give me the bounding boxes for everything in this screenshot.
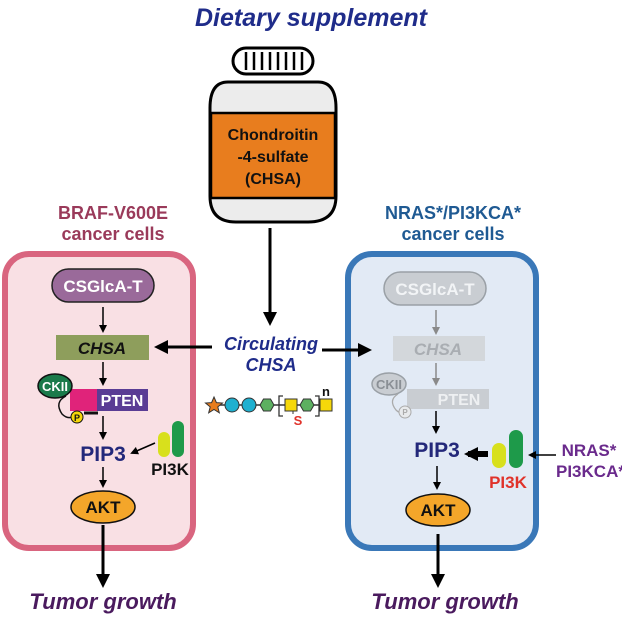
glycan-hexagon-icon <box>299 398 315 412</box>
supplement-bottle: Chondroitin -4-sulfate (CHSA) <box>208 46 338 224</box>
glycan-square-icon <box>284 398 298 412</box>
left-pi3k-label: PI3K <box>151 460 190 479</box>
glycan-circle-icon <box>224 397 240 413</box>
left-csglcat-label: CSGlcA-T <box>63 277 143 296</box>
right-pip3-label: PIP3 <box>414 439 460 462</box>
bottle-label-line-1: Chondroitin <box>228 127 319 144</box>
right-chsa-node <box>393 336 485 361</box>
bottle-label-line-3: (CHSA) <box>245 171 301 188</box>
bottle-cap <box>231 46 315 76</box>
left-chsa-label: CHSA <box>78 339 126 358</box>
repeat-count-label: n <box>322 384 330 399</box>
right-pi3k-label: PI3K <box>489 473 528 492</box>
left-pi3k-subunit-green <box>172 421 184 457</box>
bottle-label <box>209 111 337 200</box>
repeat-bracket-close <box>315 395 320 417</box>
left-cell-title-line-2: cancer cells <box>61 224 165 244</box>
glycan-circle-icon <box>241 397 257 413</box>
right-pi3k-subunit-green <box>509 430 523 468</box>
right-pi3k-subunit-yellow <box>492 443 506 468</box>
left-akt-node <box>70 490 136 524</box>
repeat-bracket-open <box>278 395 283 417</box>
left-pathway: CSGlcA-T CHSA PTEN CKII P PIP3 PI3K AKT <box>37 268 190 588</box>
left-akt-label: AKT <box>86 498 122 517</box>
left-pip3-label: PIP3 <box>80 443 126 466</box>
circulating-line-2: CHSA <box>245 355 297 375</box>
left-cell-title-line-1: BRAF-V600E <box>57 203 169 223</box>
circulating-line-1: Circulating <box>223 334 318 354</box>
right-akt-node <box>405 493 471 527</box>
glycan-square-icon <box>319 398 333 412</box>
right-pten-label: PTEN <box>438 392 481 409</box>
sulfate-label: S <box>294 413 303 428</box>
left-pten-label: PTEN <box>101 393 144 410</box>
right-cell-title: NRAS*/PI3KCA* cancer cells <box>340 203 566 245</box>
right-phospho-icon <box>398 405 412 419</box>
right-mutations-label: NRAS* PI3KCA* <box>556 440 622 482</box>
right-ckii-node <box>371 372 407 396</box>
chsa-glycan-chain: n S <box>204 384 333 428</box>
left-pten-node <box>97 389 148 411</box>
right-csglcat-label: CSGlcA-T <box>395 280 475 299</box>
bottle-label-line-2: -4-sulfate <box>237 149 308 166</box>
right-pten-node <box>407 389 489 409</box>
left-phospho-label: P <box>74 413 80 423</box>
right-csglcat-node <box>383 271 487 306</box>
left-phospho-icon <box>70 410 84 424</box>
glycan-hexagon-icon <box>259 398 275 412</box>
right-ckii-label: CKII <box>376 377 402 392</box>
left-ckii-phospho-arrow <box>58 395 75 419</box>
right-phospho-label: P <box>402 408 408 417</box>
diagram-title: Dietary supplement <box>194 4 427 32</box>
left-arrow-pi3k-to-pip3 <box>130 442 156 455</box>
right-pathway: CSGlcA-T CHSA PTEN CKII P PIP3 PI3K AKT <box>371 271 556 588</box>
left-ckii-node <box>37 373 73 399</box>
right-akt-label: AKT <box>421 501 457 520</box>
left-outcome-label: Tumor growth <box>29 589 177 614</box>
left-ckii-label: CKII <box>42 379 68 394</box>
glycan-star-icon <box>204 395 224 414</box>
mutation-nras: NRAS* <box>561 441 617 460</box>
right-outcome-label: Tumor growth <box>371 589 519 614</box>
left-chsa-node <box>56 335 149 360</box>
mutation-pi3kca: PI3KCA* <box>556 462 622 481</box>
left-csglcat-node <box>51 268 155 303</box>
left-pi3k-subunit-yellow <box>158 432 170 457</box>
right-cell-title-line-2: cancer cells <box>401 224 505 244</box>
circulating-chsa-label: Circulating CHSA <box>212 334 330 376</box>
left-pten-pink-domain <box>70 389 98 411</box>
right-cell-title-line-1: NRAS*/PI3KCA* <box>384 203 522 223</box>
left-cell-title: BRAF-V600E cancer cells <box>0 203 226 245</box>
right-chsa-label: CHSA <box>414 340 462 359</box>
